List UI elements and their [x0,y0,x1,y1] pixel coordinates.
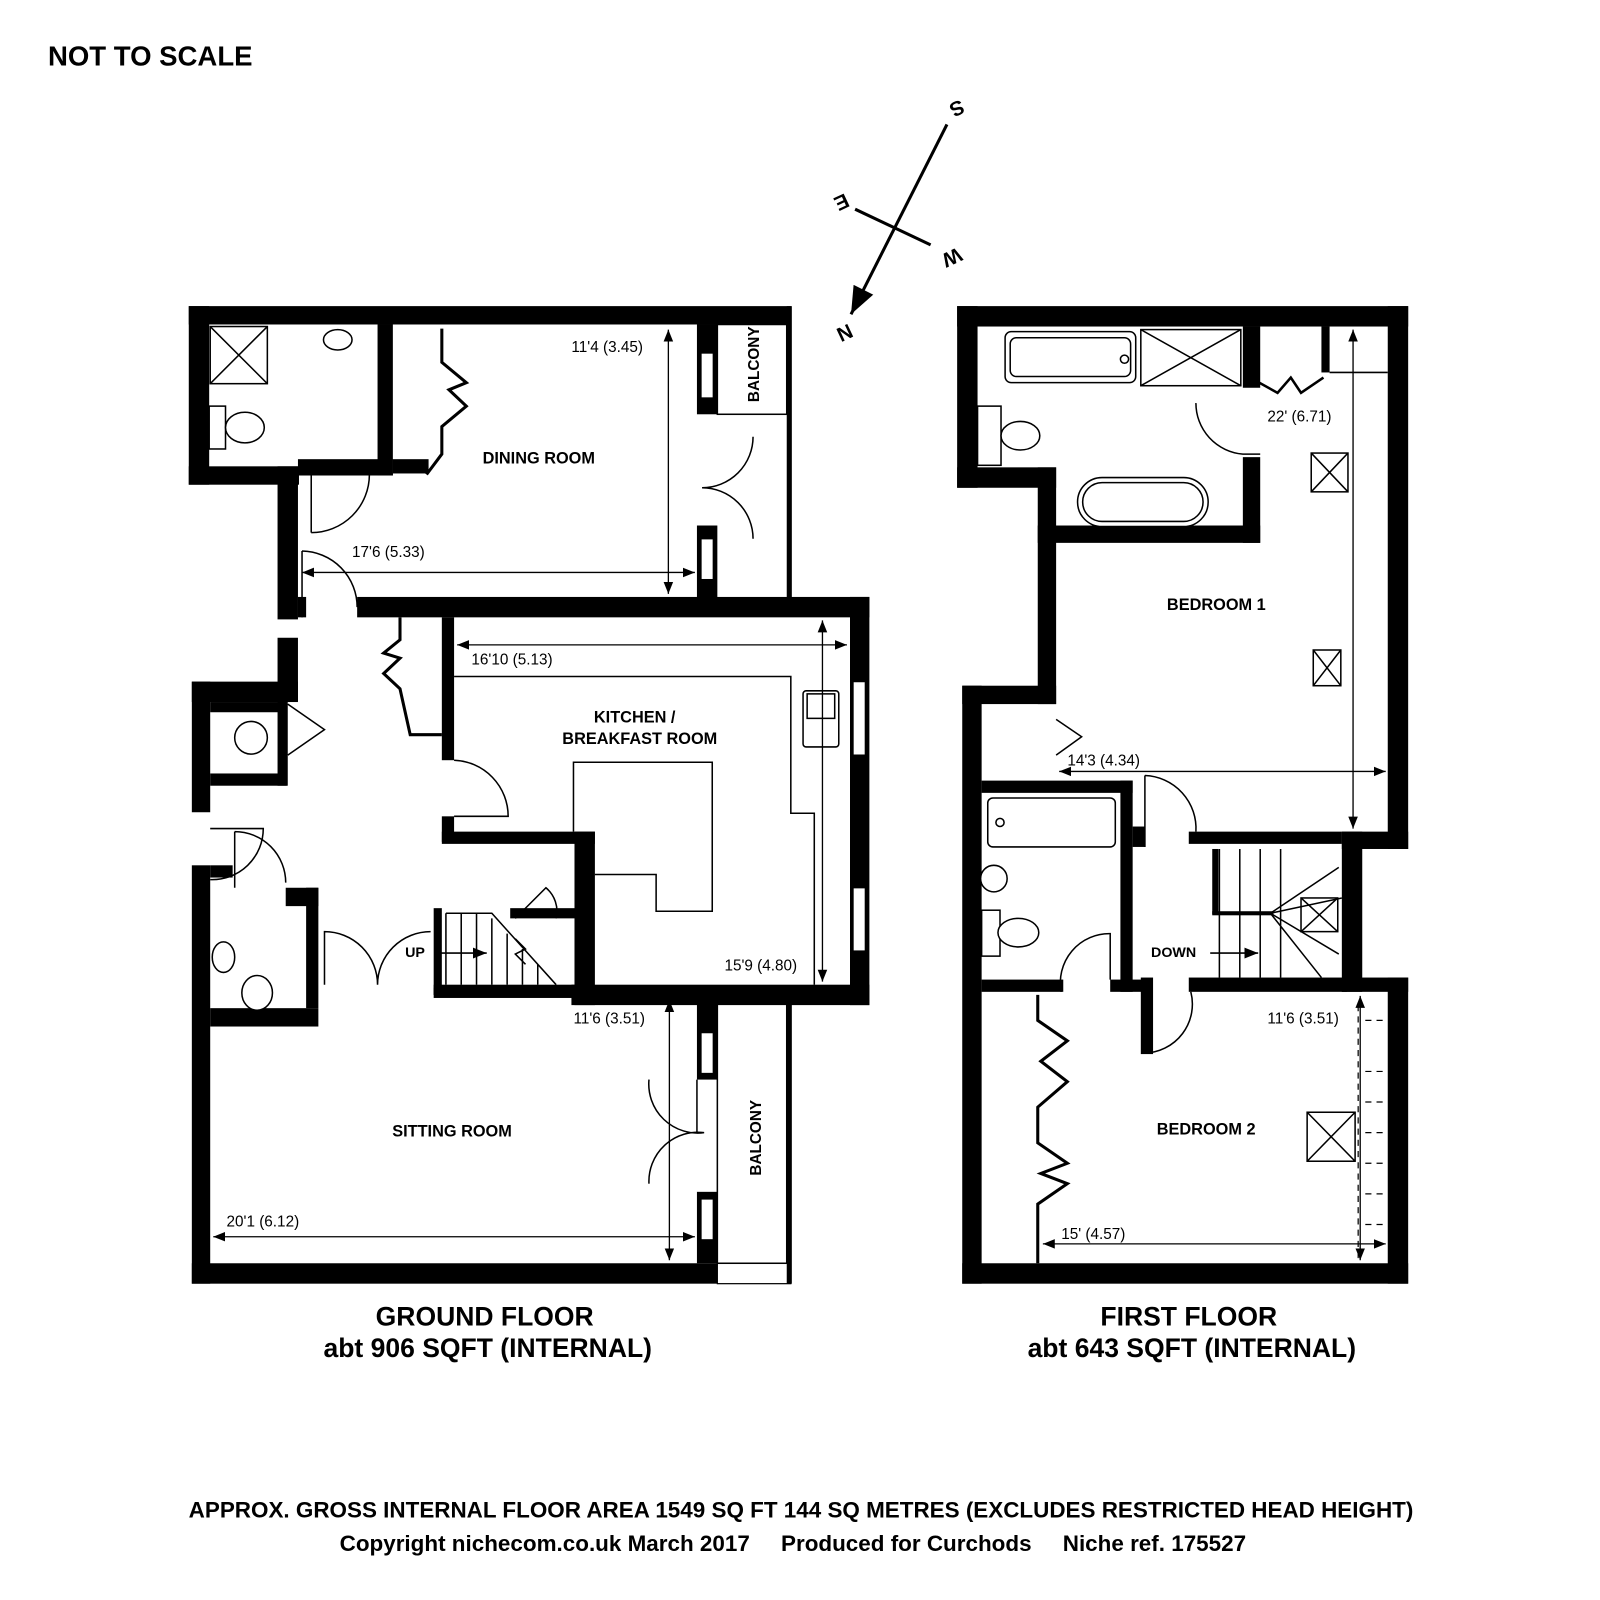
bedroom1-label: BEDROOM 1 [1167,596,1266,614]
stairs-ground [445,912,557,986]
skylight-icon [1300,897,1339,933]
stairs-first [1212,848,1342,979]
compass-n: N [833,319,856,345]
balcony-label-top: BALCONY [746,326,763,402]
sitting-depth-dim: 11'6 (3.51) [573,1010,645,1027]
kitchen-label-line1: KITCHEN / [594,708,676,726]
first-floor-plan: 22' (6.71) BEDROOM 1 14'3 (4.34) DOWN 11… [957,306,1409,1284]
kitchen-width-dim: 16'10 (5.13) [471,651,552,668]
sitting-width-dim: 20'1 (6.12) [227,1214,300,1231]
ground-floor-title: GROUND FLOOR [376,1302,594,1332]
bedroom2-depth-dim: 11'6 (3.51) [1267,1010,1339,1027]
bedroom2-label: BEDROOM 2 [1157,1121,1256,1139]
kitchen-depth-dim: 15'9 (4.80) [724,957,797,974]
dining-width-dim: 17'6 (5.33) [352,544,425,561]
stairs-up-label: UP [405,945,425,961]
bedroom1-width-dim: 14'3 (4.34) [1067,752,1140,769]
skylight-icon [1306,1111,1356,1162]
stairs-down-label: DOWN [1151,945,1196,961]
compass-w: W [937,242,964,270]
sitting-room-label: SITTING ROOM [392,1123,512,1141]
balcony-label-bottom: BALCONY [748,1100,765,1176]
copyright-line: Copyright nichecom.co.uk March 2017 Prod… [340,1531,1246,1556]
compass-e: E [830,189,852,215]
first-floor-area: abt 643 SQFT (INTERNAL) [1028,1333,1357,1363]
not-to-scale-label: NOT TO SCALE [48,40,253,71]
gross-area-note: APPROX. GROSS INTERNAL FLOOR AREA 1549 S… [189,1497,1414,1522]
ground-floor-plan: 11'4 (3.45) DINING ROOM BALCONY 17'6 (5.… [188,306,870,1285]
compass-rose: S E W N [830,95,967,345]
dining-room-label: DINING ROOM [483,449,595,467]
skylight-icon [1310,452,1349,493]
skylight-icon [1312,649,1342,687]
bedroom2-width-dim: 15' (4.57) [1061,1226,1125,1243]
kitchen-label-line2: BREAKFAST ROOM [562,730,717,748]
bedroom1-length-dim: 22' (6.71) [1267,408,1331,425]
compass-s: S [946,95,968,121]
ground-floor-area: abt 906 SQFT (INTERNAL) [323,1333,652,1363]
dining-depth-dim: 11'4 (3.45) [571,339,643,356]
first-floor-title: FIRST FLOOR [1100,1302,1277,1332]
